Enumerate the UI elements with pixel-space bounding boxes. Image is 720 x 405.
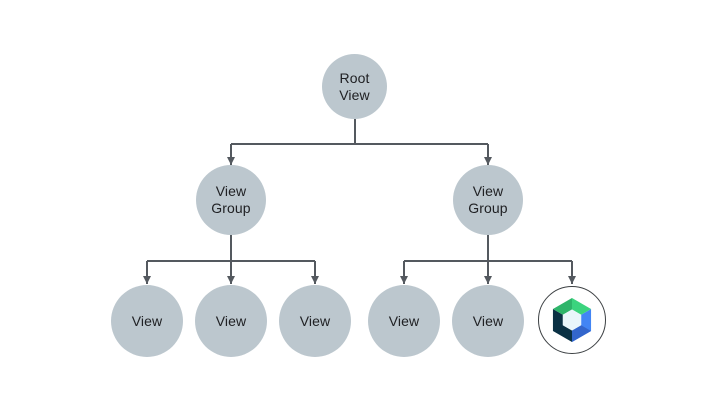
- node-view-group-left-label: View Group: [211, 183, 251, 216]
- node-view-leaf-1: View: [111, 285, 183, 357]
- node-view-leaf-5-label: View: [472, 312, 504, 329]
- compose-roof-green-dark: [552, 298, 572, 315]
- node-view-group-right: View Group: [453, 165, 523, 235]
- node-view-group-right-label: View Group: [468, 183, 508, 216]
- node-view-leaf-2-label: View: [215, 312, 247, 329]
- compose-face-navy: [552, 309, 572, 342]
- compose-face-blue-dark: [572, 325, 592, 342]
- node-view-leaf-3: View: [279, 285, 351, 357]
- node-view-leaf-1-label: View: [131, 312, 163, 329]
- compose-roof-green-light: [572, 298, 592, 315]
- jetpack-compose-icon: [552, 298, 592, 342]
- node-root-view-label: Root View: [339, 69, 370, 103]
- node-compose-leaf: [538, 286, 606, 354]
- compose-center-hexagon: [562, 309, 582, 331]
- node-view-leaf-3-label: View: [299, 312, 331, 329]
- node-view-leaf-4: View: [368, 285, 440, 357]
- node-view-group-left: View Group: [196, 165, 266, 235]
- node-view-leaf-2: View: [195, 285, 267, 357]
- node-root-view: Root View: [322, 54, 387, 119]
- node-view-leaf-4-label: View: [388, 312, 420, 329]
- node-view-leaf-5: View: [452, 285, 524, 357]
